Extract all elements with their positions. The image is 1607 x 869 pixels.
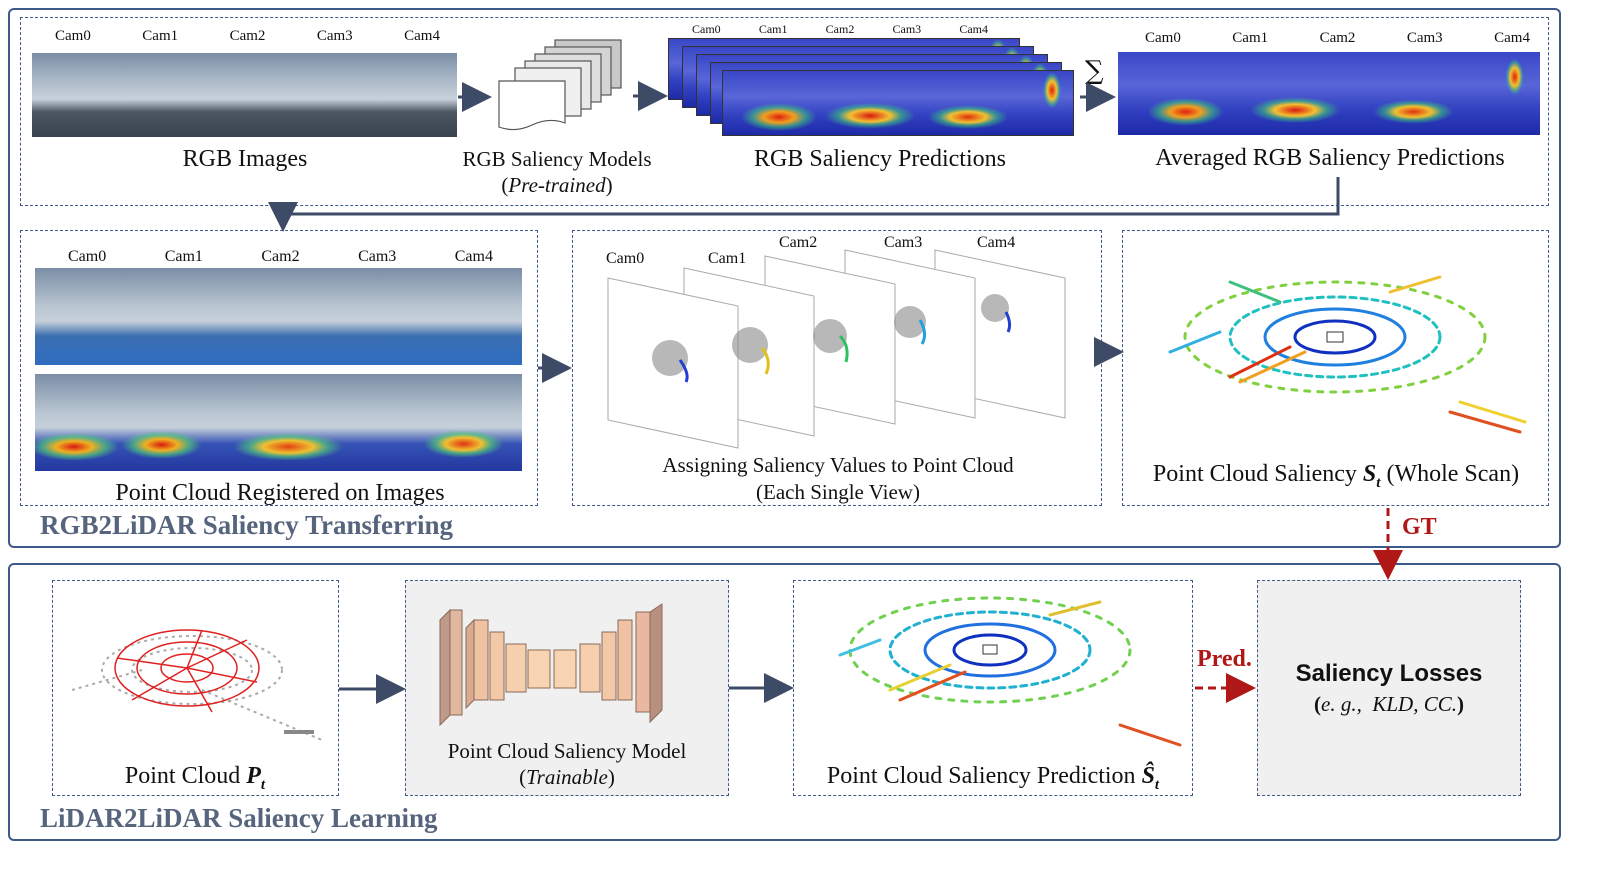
rgb-row-box bbox=[20, 17, 1549, 206]
assigning-cam-label: Cam1 bbox=[708, 250, 747, 267]
gt-label: GT bbox=[1402, 514, 1437, 540]
saliency-models-caption: RGB Saliency Models bbox=[462, 147, 652, 171]
registered-cam-labels: Cam0 Cam1 Cam2 Cam3 Cam4 bbox=[68, 248, 493, 265]
whole-scan-point-cloud bbox=[1168, 275, 1527, 434]
cam-label: Cam2 bbox=[229, 28, 266, 44]
cam-label: Cam4 bbox=[404, 28, 440, 44]
model-subcaption: (Trainable) bbox=[519, 765, 615, 789]
prediction-caption: Point Cloud Saliency Prediction Ŝt bbox=[826, 763, 1160, 793]
predictions-cam-labels: Cam0 Cam1 Cam2 Cam3 Cam4 bbox=[692, 22, 988, 36]
cam-label: Cam3 bbox=[316, 28, 353, 44]
input-point-cloud bbox=[71, 629, 323, 741]
rgb-images-cam-labels: Cam0 Cam1 Cam2 Cam3 Cam4 bbox=[55, 28, 440, 45]
registered-saliency-strip bbox=[35, 374, 522, 471]
cam-label: Cam1 bbox=[142, 28, 179, 44]
cam-label: Cam0 bbox=[55, 28, 91, 44]
saliency-models-stack-icon bbox=[498, 39, 622, 131]
assigning-sheets bbox=[607, 249, 1066, 449]
whole-scan-box bbox=[1122, 230, 1549, 506]
assigning-cam-label: Cam2 bbox=[779, 234, 818, 251]
rgb-images-strip bbox=[32, 53, 457, 137]
whole-scan-caption: Point Cloud Saliency St (Whole Scan) bbox=[1152, 461, 1520, 491]
predictions-caption: RGB Saliency Predictions bbox=[754, 146, 1006, 172]
prediction-point-cloud bbox=[838, 596, 1182, 747]
point-cloud-caption: Point Cloud Pt bbox=[124, 763, 266, 793]
sum-symbol: ∑ bbox=[1085, 56, 1104, 86]
assigning-caption-line1: Assigning Saliency Values to Point Cloud bbox=[662, 453, 1014, 477]
rgb2lidar-panel bbox=[8, 8, 1561, 548]
pred-label: Pred. bbox=[1197, 646, 1252, 672]
registered-caption: Point Cloud Registered on Images bbox=[115, 480, 445, 506]
averaged-saliency-strip bbox=[1118, 52, 1540, 135]
averaged-cam-labels: Cam0 Cam1 Cam2 Cam3 Cam4 bbox=[1145, 30, 1530, 46]
lidar2lidar-panel bbox=[8, 563, 1561, 841]
averaged-caption: Averaged RGB Saliency Predictions bbox=[1155, 145, 1505, 171]
point-cloud-box bbox=[52, 580, 339, 796]
losses-subtitle: (e. g., KLD, CC.) bbox=[1314, 692, 1464, 716]
network-model-icon bbox=[439, 603, 663, 727]
assigning-box bbox=[572, 230, 1102, 506]
model-caption: Point Cloud Saliency Model bbox=[447, 739, 687, 763]
lidar2lidar-title: LiDAR2LiDAR Saliency Learning bbox=[40, 803, 438, 833]
assigning-cam-label: Cam4 bbox=[977, 234, 1016, 251]
assigning-cam-label: Cam3 bbox=[884, 234, 923, 251]
losses-title: Saliency Losses bbox=[1295, 660, 1483, 687]
assigning-caption-line2: (Each Single View) bbox=[756, 480, 920, 504]
prediction-sheet-front bbox=[722, 70, 1074, 136]
losses-box bbox=[1257, 580, 1521, 796]
rgb2lidar-title: RGB2LiDAR Saliency Transferring bbox=[40, 510, 454, 540]
registered-pc-strip bbox=[35, 268, 522, 365]
assigning-cam-label: Cam0 bbox=[606, 250, 645, 267]
rgb-images-caption: RGB Images bbox=[182, 146, 308, 172]
saliency-models-subcaption: (Pre-trained) bbox=[501, 173, 613, 197]
